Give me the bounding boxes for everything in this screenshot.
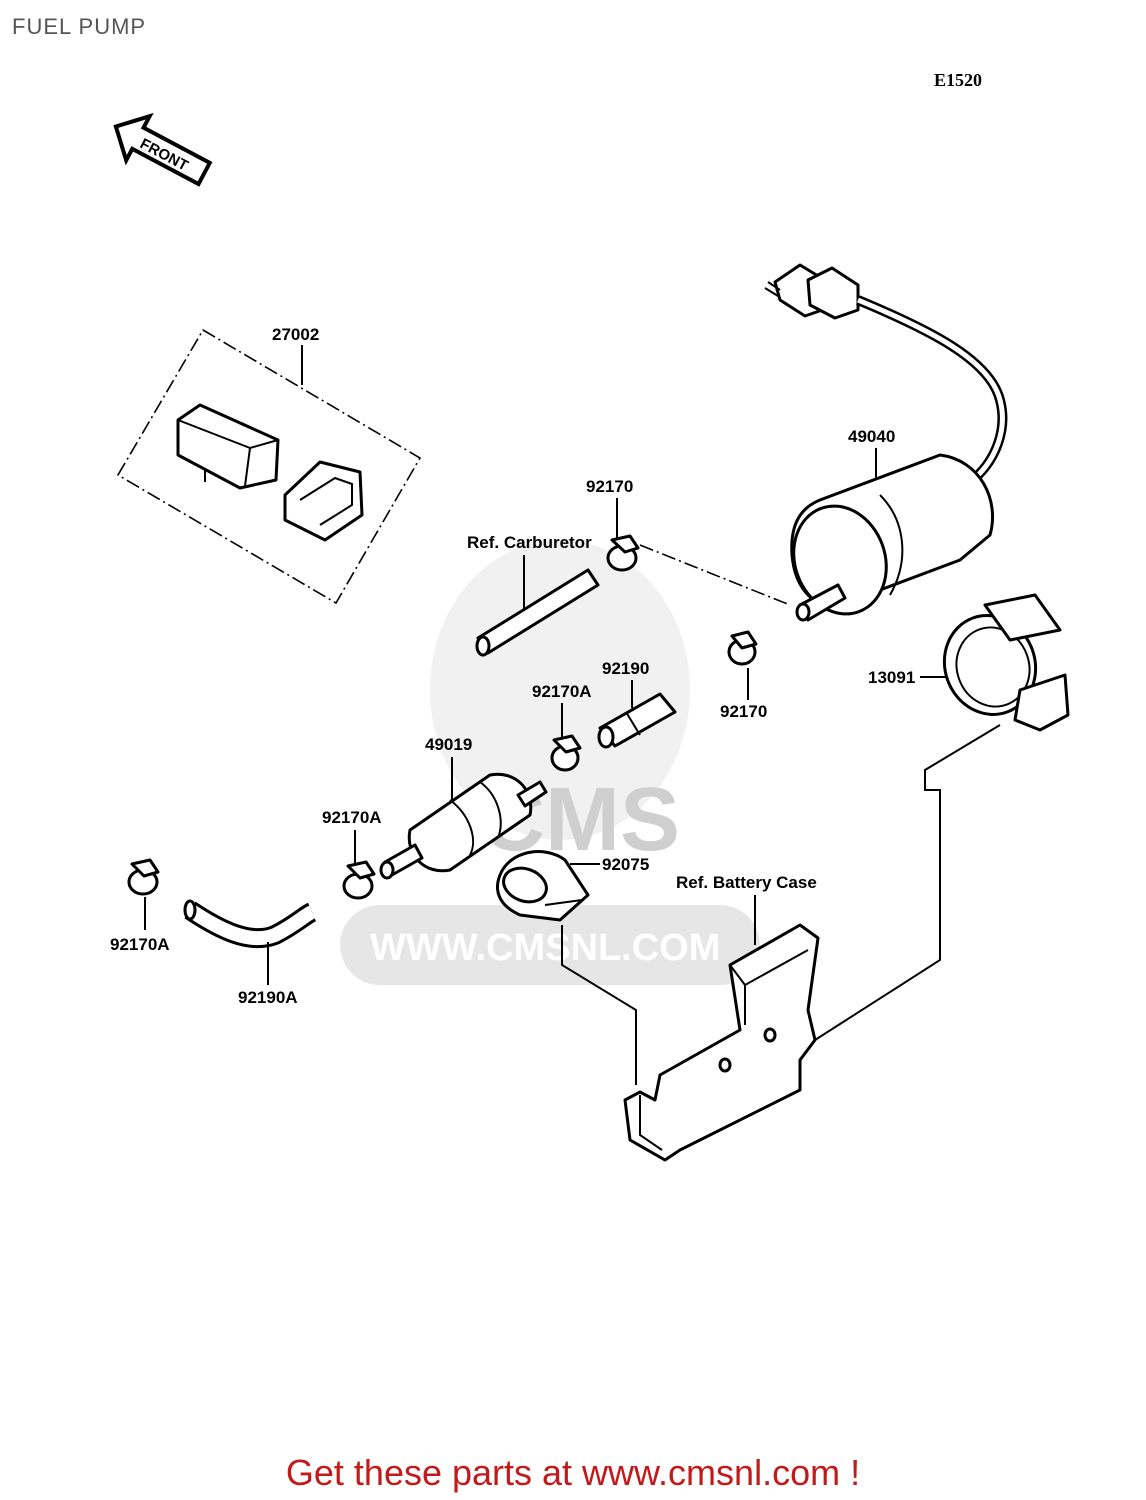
- clamp-mid-icon[interactable]: [550, 734, 582, 772]
- fuel-filter-icon[interactable]: [379, 772, 548, 880]
- front-arrow-icon: FRONT: [113, 112, 213, 187]
- clamp-right-icon[interactable]: [727, 630, 758, 666]
- watermark-logo: CMS WWW.CMSNL.COM: [340, 540, 760, 985]
- label-ref-battery-case[interactable]: Ref. Battery Case: [676, 873, 817, 892]
- page-title: FUEL PUMP: [12, 14, 147, 39]
- battery-case-icon[interactable]: [623, 923, 820, 1162]
- relay-connector-icon[interactable]: [283, 460, 364, 542]
- label-49019[interactable]: 49019: [425, 735, 472, 754]
- relay-icon[interactable]: [176, 403, 280, 490]
- footer-link[interactable]: Get these parts at www.cmsnl.com !: [285, 1452, 861, 1493]
- pump-bracket-icon[interactable]: [931, 593, 1070, 732]
- label-92170a-filter[interactable]: 92170A: [322, 808, 382, 827]
- label-92170-right[interactable]: 92170: [720, 702, 767, 721]
- label-ref-carburetor[interactable]: Ref. Carburetor: [467, 533, 592, 552]
- pump-wiring-icon: [764, 263, 1008, 482]
- label-92190[interactable]: 92190: [602, 659, 649, 678]
- clamp-filter-icon[interactable]: [342, 860, 376, 900]
- fuel-pump-icon[interactable]: [779, 453, 995, 627]
- carburetor-hose-icon[interactable]: [475, 568, 600, 657]
- label-92075[interactable]: 92075: [602, 855, 649, 874]
- bracket-to-case-leader: [814, 724, 1001, 1041]
- hose-92190a-icon[interactable]: [183, 899, 317, 949]
- diagram-code: E1520: [934, 70, 983, 90]
- label-49040[interactable]: 49040: [848, 427, 895, 446]
- hose-route-line: [639, 544, 791, 606]
- label-92190a[interactable]: 92190A: [238, 988, 298, 1007]
- damper-band-icon[interactable]: [496, 850, 590, 922]
- label-92170-top[interactable]: 92170: [586, 477, 633, 496]
- band-to-case-leader: [561, 925, 637, 1085]
- label-13091[interactable]: 13091: [868, 668, 915, 687]
- label-27002[interactable]: 27002: [272, 325, 319, 344]
- label-92170a-mid[interactable]: 92170A: [532, 682, 592, 701]
- hose-92190-icon[interactable]: [597, 692, 677, 749]
- clamp-top-icon[interactable]: [606, 534, 640, 572]
- label-92170a-left[interactable]: 92170A: [110, 935, 170, 954]
- clamp-left-icon[interactable]: [127, 858, 160, 896]
- relay-group-box: [116, 328, 422, 605]
- watermark-url: WWW.CMSNL.COM: [370, 927, 720, 969]
